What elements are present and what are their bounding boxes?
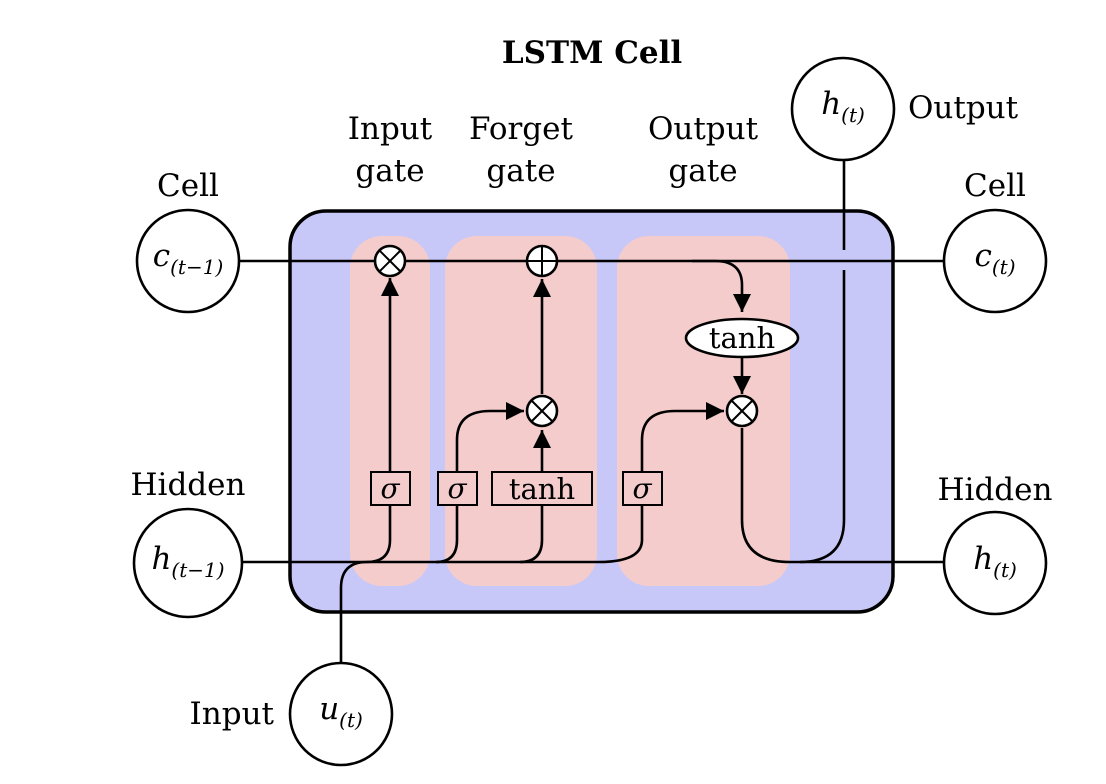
svg-text:σ: σ (447, 472, 467, 505)
svg-text:c(t−1): c(t−1) (153, 238, 224, 279)
input-wire (339, 560, 368, 664)
output-sigma-block: σ (622, 471, 663, 506)
svg-text:gate: gate (668, 153, 737, 189)
svg-text:gate: gate (355, 153, 424, 189)
output-multiply-op (725, 394, 759, 428)
svg-text:gate: gate (486, 153, 555, 189)
u-t-node: u(t) (288, 661, 394, 767)
c-prev-node: c(t−1) (135, 208, 241, 314)
h-t-right-node: h(t) (942, 510, 1048, 616)
c-t-node: c(t) (942, 208, 1048, 314)
input-gate-label: Input gate (348, 111, 433, 189)
svg-text:Input: Input (348, 111, 433, 147)
diagram-title: LSTM Cell (502, 35, 682, 71)
svg-text:σ: σ (380, 472, 400, 505)
svg-text:h(t−1): h(t−1) (151, 541, 224, 582)
h-prev-node: h(t−1) (132, 507, 244, 619)
input-multiply-op (373, 244, 407, 278)
output-tanh-ellipse: tanh (684, 317, 800, 359)
input-label: Input (190, 696, 275, 732)
svg-text:tanh: tanh (709, 321, 775, 355)
output-hidden-wire (740, 428, 945, 564)
forget-add-op (525, 244, 559, 278)
svg-text:h(t): h(t) (973, 541, 1017, 582)
svg-text:tanh: tanh (509, 472, 575, 506)
output-gate-label: Output gate (648, 111, 759, 189)
hidden-right-label: Hidden (938, 472, 1053, 508)
input-sigma-block: σ (370, 471, 411, 506)
svg-text:h(t): h(t) (821, 86, 865, 127)
svg-text:σ: σ (632, 472, 652, 505)
svg-text:c(t): c(t) (974, 238, 1015, 279)
svg-text:Forget: Forget (469, 111, 573, 147)
forget-tanh-block: tanh (491, 471, 593, 506)
forget-sigma-block: σ (437, 471, 478, 506)
cell-to-tanh-wire (692, 259, 752, 312)
svg-text:u(t): u(t) (319, 691, 363, 732)
cell-right-label: Cell (964, 168, 1026, 204)
forget-multiply-op (525, 394, 559, 428)
cell-left-label: Cell (157, 168, 219, 204)
h-t-top-node: h(t) (790, 56, 896, 162)
output-label: Output (908, 90, 1019, 126)
svg-text:Output: Output (648, 111, 759, 147)
forget-gate-label: Forget gate (469, 111, 573, 189)
hidden-left-label: Hidden (131, 467, 246, 503)
